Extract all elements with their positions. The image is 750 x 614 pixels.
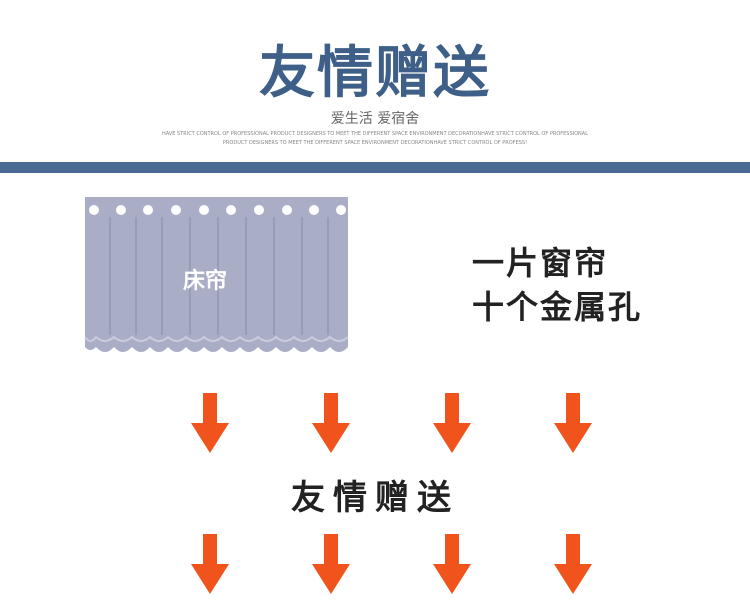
curtain-label: 床帘: [183, 269, 228, 294]
down-arrow-icon: [554, 534, 592, 594]
product-info-line-2: 十个金属孔: [472, 288, 643, 326]
fine-print-line-2: PRODUCT DESIGNERS TO MEET THE DIFFERENT …: [222, 140, 528, 146]
page-title: 友情赠送: [259, 41, 491, 106]
curtain-fold-lines: [109, 217, 329, 335]
down-arrow-icon: [312, 534, 350, 594]
product-info-line-1: 一片窗帘: [472, 244, 609, 282]
down-arrow-icon: [433, 393, 471, 453]
curtain-scallop-trim: [84, 335, 349, 342]
fine-print-line-1: HAVE STRICT CONTROL OF PROFESSIONAL PROD…: [161, 131, 588, 137]
down-arrow-icon: [554, 393, 592, 453]
down-arrow-icon: [191, 534, 229, 594]
down-arrow-icon: [312, 393, 350, 453]
down-arrow-icon: [433, 534, 471, 594]
curtain-image: [84, 197, 349, 352]
down-arrow-icon: [191, 393, 229, 453]
gift-text: 友情赠送: [291, 478, 459, 518]
page-subtitle: 爱生活 爱宿舍: [330, 111, 420, 127]
curtain-body: [85, 197, 348, 352]
metal-hole-icon: [89, 205, 346, 215]
header-divider-band: [0, 162, 750, 173]
